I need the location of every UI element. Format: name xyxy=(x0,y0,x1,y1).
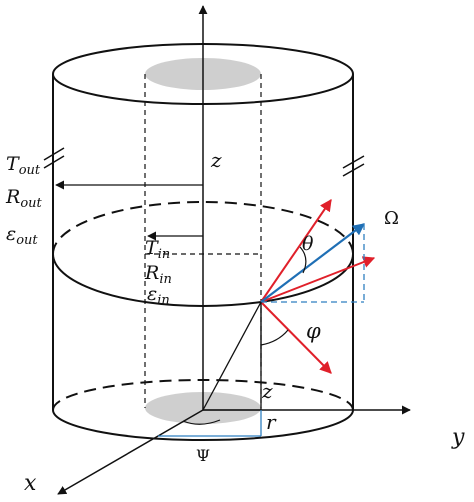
z-top-label: z xyxy=(210,148,222,172)
psi-label: Ψ xyxy=(196,446,210,465)
middle-section-back xyxy=(52,201,354,255)
phi-angle-arc xyxy=(260,329,289,346)
outer-bottom-front xyxy=(52,409,354,441)
r-label: r xyxy=(266,410,277,434)
theta-label: θ xyxy=(302,233,314,255)
break-mark-right-1 xyxy=(342,155,365,169)
direction-arrows xyxy=(260,199,376,374)
omega-direction-arrow xyxy=(260,223,365,303)
labels: z z r Ψ x y θ φ Ω Tout Rout εout Tin Rin… xyxy=(5,148,465,496)
wall-break-marks xyxy=(43,147,365,177)
outer-temperature-label: Tout xyxy=(6,153,41,178)
break-mark-left-2 xyxy=(43,155,65,169)
radius-arrows xyxy=(55,180,203,241)
position-vector xyxy=(202,301,262,411)
psi-angle-arc xyxy=(182,419,221,425)
theta-angle-arc xyxy=(299,246,307,274)
red-arrow-upper xyxy=(260,199,332,303)
outer-reflectivity-label: Rout xyxy=(5,186,43,211)
inner-reflectivity-label: Rin xyxy=(144,262,172,287)
inner-emissivity-label: εin xyxy=(147,283,170,308)
y-axis-label: y xyxy=(451,425,465,450)
omega-label: Ω xyxy=(384,208,399,229)
red-arrow-right xyxy=(260,256,376,303)
break-mark-right-2 xyxy=(342,163,365,177)
z-bottom-label: z xyxy=(261,379,273,403)
outer-emissivity-label: εout xyxy=(6,223,38,248)
break-mark-left-1 xyxy=(43,147,65,161)
x-axis-label: x xyxy=(24,471,37,496)
phi-label: φ xyxy=(306,319,321,343)
inner-temperature-label: Tin xyxy=(145,237,170,262)
x-axis xyxy=(57,409,204,495)
red-arrow-lower xyxy=(260,301,332,374)
